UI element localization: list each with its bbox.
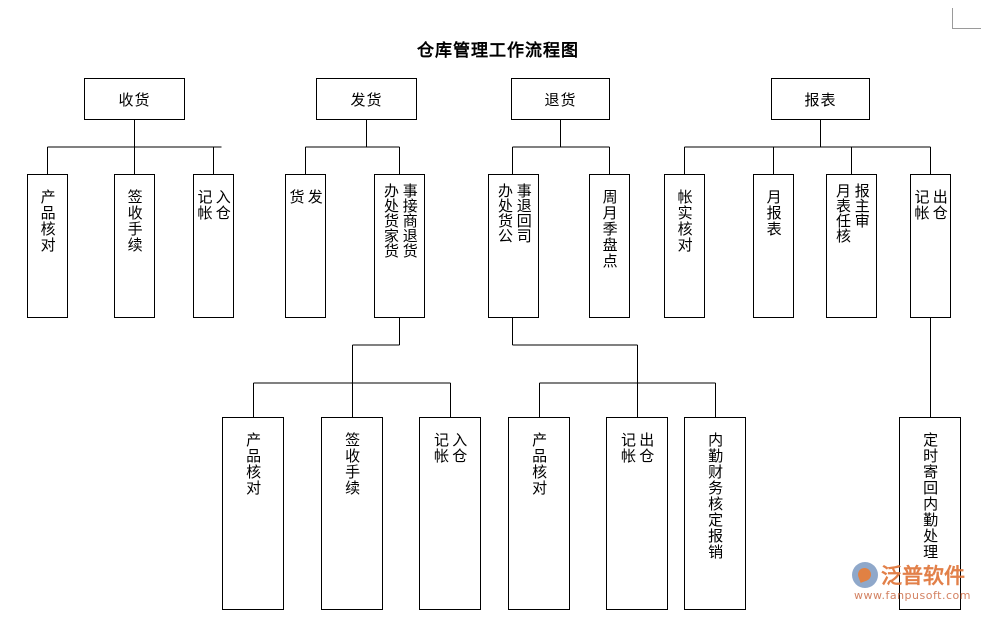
node-label: 发 货 [287,189,324,205]
node-label: 退货 [544,90,577,109]
node-monthly-report[interactable]: 月报表 [753,174,794,318]
node-instore-record-sub1[interactable]: 入仓 记帐 [419,417,481,610]
node-deliver-goods[interactable]: 发 货 [285,174,326,318]
node-product-check-receiving[interactable]: 产品核对 [27,174,68,318]
node-label: 报表 [804,90,837,109]
node-label-col-right: 事接商退货 [400,183,419,258]
node-label: 内勤财务核定报销 [706,432,725,560]
page-corner-mark [952,8,981,29]
node-label: 定时寄回内勤处理 [921,432,940,560]
node-label: 产品核对 [38,189,57,253]
node-label: 收货 [118,90,151,109]
node-label: 入仓 记帐 [432,432,469,464]
node-signing-procedure-receiving[interactable]: 签收手续 [114,174,155,318]
node-report-supervisor-approval[interactable]: 报主审 月表任核 [826,174,877,318]
node-label: 产品核对 [244,432,263,496]
node-signing-procedure-sub1[interactable]: 签收手续 [321,417,383,610]
node-label: 签收手续 [125,189,144,253]
node-product-check-sub1[interactable]: 产品核对 [222,417,284,610]
node-label: 入仓 记帐 [195,189,232,221]
node-periodic-inventory[interactable]: 周月季盘点 [589,174,630,318]
node-outstore-record-report[interactable]: 出仓 记帐 [910,174,951,318]
node-return-to-company-handling[interactable]: 事退回司 办处货公 [488,174,539,318]
node-label: 发货 [350,90,383,109]
node-root-report[interactable]: 报表 [771,78,870,120]
node-label-col-right: 报主审 [852,183,871,228]
node-account-reconciliation[interactable]: 帐实核对 [664,174,705,318]
node-label: 周月季盘点 [600,189,619,269]
node-label: 帐实核对 [675,189,694,253]
node-label: 出仓 记帐 [912,189,949,221]
node-root-receiving[interactable]: 收货 [84,78,185,120]
node-outstore-record-sub2[interactable]: 出仓 记帐 [606,417,668,610]
brand-logo-icon [852,562,878,588]
node-label-columns: 事退回司 办处货公 [495,183,533,243]
node-label: 产品核对 [530,432,549,496]
node-instore-record-receiving[interactable]: 入仓 记帐 [193,174,234,318]
node-root-shipping[interactable]: 发货 [316,78,417,120]
node-root-return[interactable]: 退货 [511,78,610,120]
node-label-columns: 报主审 月表任核 [833,183,871,243]
node-merchant-return-handling[interactable]: 事接商退货 办处货家货 [374,174,425,318]
node-label-columns: 事接商退货 办处货家货 [381,183,419,258]
page-title: 仓库管理工作流程图 [417,41,579,61]
node-label-col-left: 月表任核 [834,183,852,243]
node-label-col-left: 办处货公 [496,183,514,243]
node-finance-approval-reimbursement[interactable]: 内勤财务核定报销 [684,417,746,610]
node-label: 签收手续 [343,432,362,496]
node-label-col-right: 事退回司 [514,183,533,243]
node-label-col-left: 办处货家货 [382,183,400,258]
node-label: 出仓 记帐 [619,432,656,464]
node-product-check-sub2[interactable]: 产品核对 [508,417,570,610]
node-label: 月报表 [764,189,783,237]
node-scheduled-mail-back[interactable]: 定时寄回内勤处理 [899,417,961,610]
